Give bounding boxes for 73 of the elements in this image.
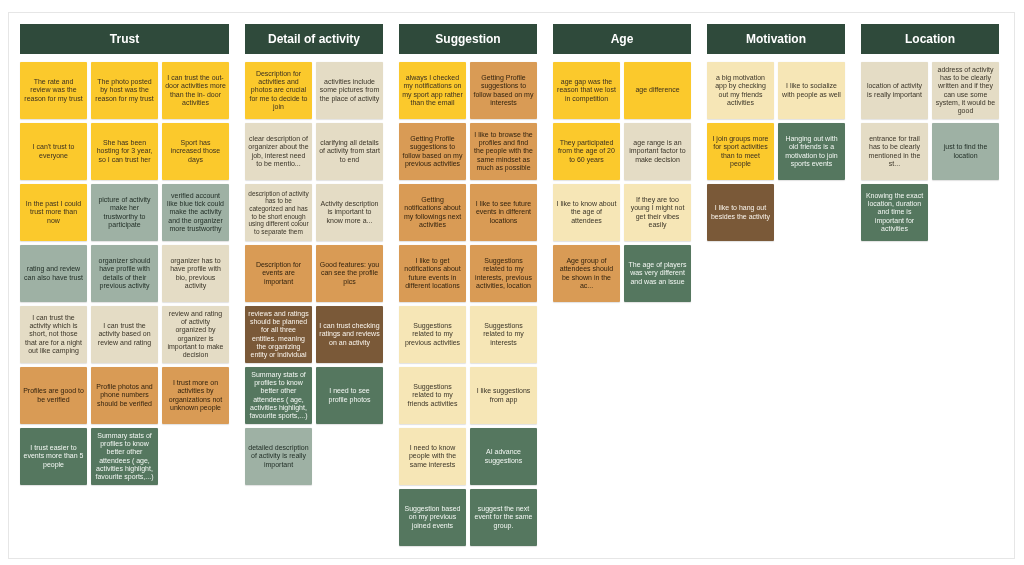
sticky-note xyxy=(624,123,691,180)
sticky-note xyxy=(316,184,383,241)
sticky-note xyxy=(624,184,691,241)
sticky-note xyxy=(91,245,158,302)
sticky-note xyxy=(91,184,158,241)
sticky-note xyxy=(470,245,537,302)
sticky-note xyxy=(399,489,466,546)
sticky-note xyxy=(245,123,312,180)
sticky-note xyxy=(245,62,312,119)
sticky-note xyxy=(20,245,87,302)
sticky-note xyxy=(245,245,312,302)
category-header xyxy=(20,24,229,54)
sticky-note xyxy=(162,245,229,302)
sticky-note xyxy=(553,184,620,241)
sticky-note xyxy=(399,184,466,241)
sticky-note xyxy=(162,62,229,119)
sticky-note xyxy=(399,306,466,363)
sticky-note xyxy=(861,62,928,119)
sticky-note xyxy=(707,184,774,241)
sticky-note xyxy=(470,306,537,363)
sticky-note xyxy=(316,367,383,424)
category-title: Trust xyxy=(109,32,140,46)
sticky-note xyxy=(20,62,87,119)
sticky-note xyxy=(20,123,87,180)
category-header xyxy=(399,24,537,54)
sticky-note xyxy=(162,123,229,180)
sticky-note xyxy=(399,245,466,302)
sticky-note xyxy=(624,245,691,302)
sticky-note xyxy=(470,123,537,180)
sticky-note xyxy=(91,306,158,363)
sticky-note xyxy=(553,245,620,302)
sticky-note xyxy=(162,184,229,241)
sticky-note xyxy=(778,62,845,119)
sticky-note xyxy=(553,62,620,119)
sticky-note xyxy=(316,245,383,302)
sticky-note xyxy=(162,367,229,424)
sticky-note xyxy=(20,184,87,241)
sticky-note xyxy=(91,62,158,119)
category-title: Location xyxy=(905,32,955,46)
sticky-note xyxy=(778,123,845,180)
sticky-note xyxy=(399,123,466,180)
sticky-note xyxy=(470,62,537,119)
sticky-note xyxy=(470,367,537,424)
sticky-note xyxy=(861,123,928,180)
sticky-note xyxy=(470,428,537,485)
sticky-note xyxy=(20,306,87,363)
category-header xyxy=(861,24,999,54)
sticky-note xyxy=(316,123,383,180)
category-title: Suggestion xyxy=(435,32,501,46)
sticky-note xyxy=(20,367,87,424)
category-title: Motivation xyxy=(746,32,806,46)
sticky-note xyxy=(553,123,620,180)
category-title: Detail of activity xyxy=(268,32,360,46)
sticky-note xyxy=(399,428,466,485)
sticky-note xyxy=(932,123,999,180)
category-header xyxy=(707,24,845,54)
sticky-note xyxy=(470,184,537,241)
sticky-note xyxy=(707,123,774,180)
sticky-note xyxy=(91,123,158,180)
sticky-note xyxy=(316,306,383,363)
category-header xyxy=(245,24,383,54)
sticky-note xyxy=(707,62,774,119)
category-title: Age xyxy=(610,32,634,46)
sticky-note xyxy=(470,489,537,546)
sticky-note xyxy=(399,367,466,424)
category-header xyxy=(553,24,691,54)
sticky-note xyxy=(316,62,383,119)
sticky-note xyxy=(245,428,312,485)
sticky-note xyxy=(861,184,928,241)
sticky-note xyxy=(399,62,466,119)
sticky-note xyxy=(20,428,87,485)
sticky-note xyxy=(91,367,158,424)
sticky-note xyxy=(624,62,691,119)
